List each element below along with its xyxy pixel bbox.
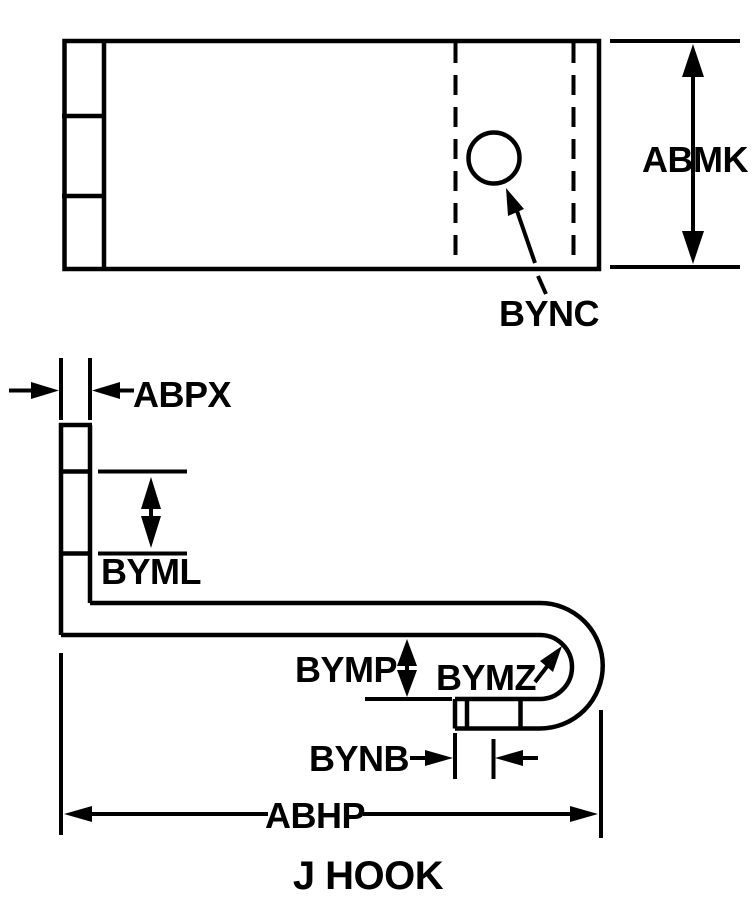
hook-outer-contour — [90, 600, 605, 731]
strip-outline — [58, 422, 93, 635]
bync-arrowhead — [506, 188, 524, 216]
abpx-arrow-right — [92, 382, 120, 399]
hole-circle — [466, 130, 522, 186]
bymz-label: BYMZ — [436, 657, 536, 698]
bynb-arrow-left — [425, 750, 453, 766]
hook-inner-contour — [61, 632, 575, 702]
abmk-arrow-up — [682, 44, 704, 77]
bymp-label: BYMP — [295, 649, 397, 690]
abpx-label: ABPX — [133, 374, 232, 415]
abhp-arrow-left — [64, 806, 92, 822]
bync-label: BYNC — [499, 293, 600, 334]
bymz-arrowhead — [540, 646, 562, 672]
side-view: ABPX BYML BYMP — [9, 358, 605, 838]
abmk-arrow-down — [682, 231, 704, 264]
abhp-arrow-right — [570, 806, 598, 822]
abmk-label: ABMK — [642, 139, 748, 180]
bynb-label: BYNB — [309, 738, 409, 779]
abhp-label: ABHP — [265, 795, 365, 836]
bymp-arrow-down — [397, 670, 417, 697]
bymp-arrow-up — [397, 639, 417, 666]
bynb-arrow-right — [495, 750, 523, 766]
drawing-title: J HOOK — [293, 854, 444, 898]
bymz-leader-line — [533, 662, 551, 684]
abpx-arrow-left — [31, 382, 59, 399]
plate-outline — [62, 38, 602, 272]
byml-arrow-up — [141, 477, 161, 509]
bync-leader-tail — [536, 275, 548, 295]
top-view: BYNC ABMK — [62, 38, 749, 334]
byml-arrow-down — [141, 516, 161, 548]
byml-label: BYML — [101, 551, 201, 592]
bync-leader-line — [514, 207, 537, 264]
